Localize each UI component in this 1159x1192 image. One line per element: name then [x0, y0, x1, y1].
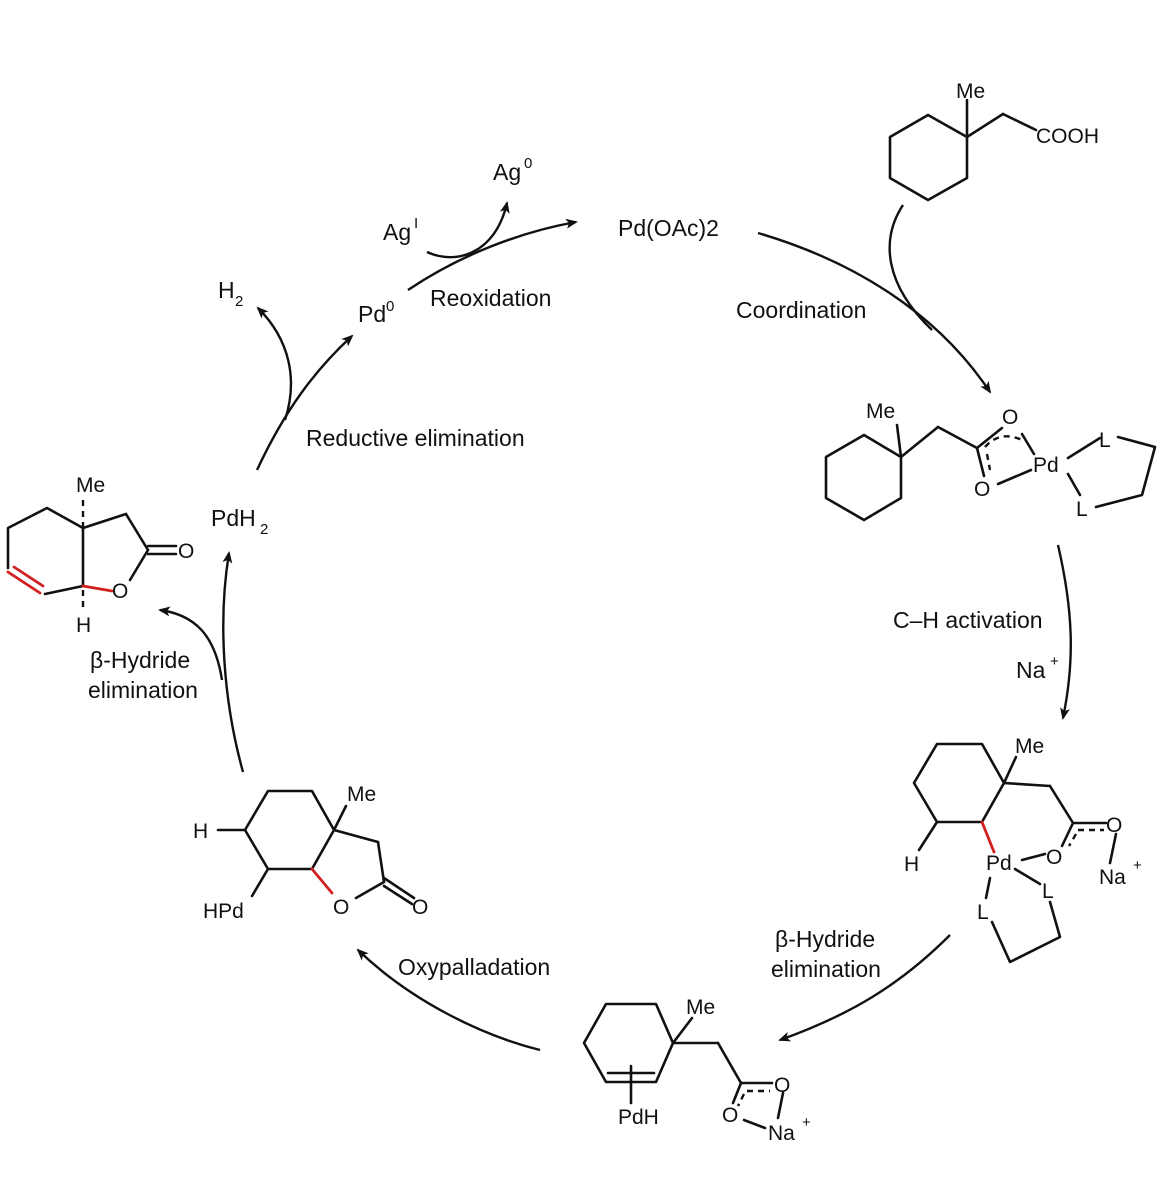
arrow-oxypalladation — [356, 948, 541, 1052]
atom-o: O — [1106, 814, 1122, 837]
svg-text:Na: Na — [1016, 657, 1046, 683]
species-pd-oac2: Pd(OAc)2 — [618, 215, 719, 241]
step-coordination: Coordination — [736, 297, 866, 323]
arrow-to-pdh2 — [222, 551, 245, 773]
atom-pdh: PdH — [618, 1106, 659, 1129]
species-pd0: Pd 0 — [358, 298, 394, 327]
arrow-coordination — [757, 231, 992, 394]
svg-text:H: H — [218, 277, 235, 303]
species-na-plus: Na + — [1016, 653, 1059, 683]
svg-text:2: 2 — [235, 293, 243, 310]
structure-lactone-product: Me O O H — [6, 474, 194, 637]
atom-o: O — [774, 1074, 790, 1097]
atom-o: O — [178, 540, 194, 563]
atom-l: L — [1099, 429, 1111, 452]
step-reoxidation: Reoxidation — [430, 285, 551, 311]
svg-text:I: I — [414, 215, 418, 232]
svg-text:0: 0 — [386, 298, 394, 315]
step-reductive-elimination: Reductive elimination — [306, 425, 525, 451]
atom-o: O — [112, 580, 128, 603]
structure-oxypalladated-lactone: Me H HPd O O — [193, 783, 428, 923]
atom-me: Me — [866, 400, 895, 423]
arrow-reductive-elimination — [255, 334, 354, 471]
structure-palladacycle: Me O O H Pd L L Na + — [904, 735, 1142, 964]
atom-me: Me — [686, 996, 715, 1019]
step-oxypalladation: Oxypalladation — [398, 954, 550, 980]
svg-text:0: 0 — [524, 155, 532, 172]
svg-text:PdH: PdH — [211, 505, 256, 531]
species-ag-I: Ag I — [383, 215, 418, 245]
arrow-ch-activation — [1056, 544, 1072, 720]
structure-pd-carboxylate: Me O O Pd L L — [824, 400, 1157, 522]
atom-cooh: COOH — [1036, 125, 1099, 148]
atom-h: H — [904, 853, 919, 876]
atom-h: H — [76, 614, 91, 637]
atom-na: Na — [1099, 866, 1126, 889]
step-beta-hydride-2-line2: elimination — [88, 677, 198, 703]
atom-l: L — [1076, 498, 1088, 521]
step-beta-hydride-1-line1: β-Hydride — [775, 926, 875, 952]
atom-l: L — [1042, 880, 1054, 903]
atom-o: O — [333, 896, 349, 919]
atom-me: Me — [76, 474, 105, 497]
step-beta-hydride-1-line2: elimination — [771, 956, 881, 982]
step-beta-hydride-2-line1: β-Hydride — [90, 647, 190, 673]
arrow-product-release — [158, 606, 224, 681]
arrow-h2-release — [256, 306, 293, 421]
atom-o: O — [1002, 406, 1018, 429]
svg-text:Ag: Ag — [493, 159, 521, 185]
svg-text:Ag: Ag — [383, 219, 411, 245]
atom-plus: + — [802, 1114, 811, 1131]
atom-plus: + — [1133, 857, 1142, 874]
atom-pd: Pd — [986, 852, 1012, 875]
atom-me: Me — [347, 783, 376, 806]
atom-me: Me — [1015, 735, 1044, 758]
species-pdh2: PdH 2 — [211, 505, 268, 538]
atom-h: H — [193, 820, 208, 843]
atom-o: O — [1046, 846, 1062, 869]
arrow-beta-hydride-1 — [778, 934, 951, 1042]
atom-o: O — [412, 896, 428, 919]
structure-pd-alkene: Me O O PdH Na + — [582, 996, 811, 1145]
atom-l: L — [977, 901, 989, 924]
atom-o: O — [722, 1104, 738, 1127]
species-ag-0: Ag 0 — [493, 155, 532, 185]
species-h2: H 2 — [218, 277, 243, 310]
atom-na: Na — [768, 1122, 795, 1145]
atom-me: Me — [956, 80, 985, 103]
structure-substrate: Me COOH — [888, 80, 1099, 202]
atom-hpd: HPd — [203, 900, 244, 923]
svg-text:2: 2 — [260, 521, 268, 538]
atom-pd: Pd — [1033, 454, 1059, 477]
arrow-ag-reduction — [426, 201, 510, 259]
svg-text:Pd: Pd — [358, 301, 386, 327]
svg-text:+: + — [1050, 653, 1059, 670]
step-ch-activation: C–H activation — [893, 607, 1043, 633]
arrow-reoxidation — [407, 218, 578, 291]
arrow-substrate-in — [888, 204, 933, 331]
atom-o: O — [974, 478, 990, 501]
